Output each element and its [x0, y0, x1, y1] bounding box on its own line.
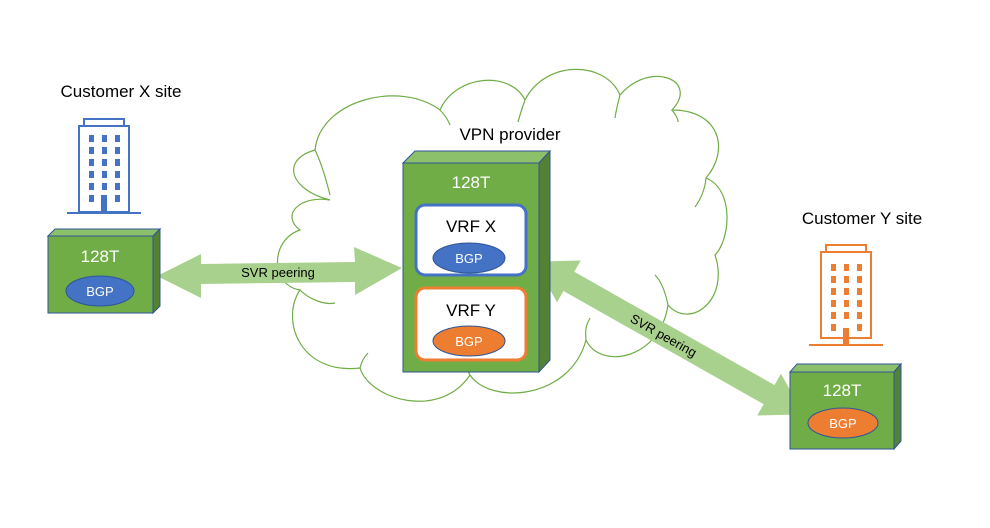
customer-x-label: Customer X site [61, 82, 182, 101]
customer-y-building-icon [809, 244, 883, 346]
vrf-y-box: VRF Y BGP [414, 286, 528, 362]
provider-router-label: 128T [452, 173, 491, 192]
svr-peering-link-x: SVR peering [157, 247, 402, 298]
customer-x-router: 128T BGP [46, 227, 162, 315]
svr-peering-label-x: SVR peering [241, 265, 315, 280]
double-arrow-icon [157, 247, 402, 298]
bgp-badge [807, 407, 879, 439]
vrf-y-bgp-label: BGP [455, 334, 482, 349]
provider-router: 128T VRF X BGP VRF Y BGP [401, 149, 552, 374]
customer-x-building-icon [67, 118, 141, 214]
vrf-x-box: VRF X BGP [414, 203, 528, 277]
bgp-badge [65, 275, 135, 307]
customer-y-bgp-label: BGP [829, 416, 856, 431]
bgp-badge [432, 242, 506, 274]
vpn-provider-label: VPN provider [459, 125, 560, 144]
vrf-x-bgp-label: BGP [455, 251, 482, 266]
double-arrow-icon [534, 260, 804, 416]
vrf-x-label: VRF X [446, 217, 496, 236]
customer-y-router-label: 128T [823, 381, 862, 400]
vrf-y-label: VRF Y [446, 301, 496, 320]
bgp-badge [432, 325, 506, 357]
customer-y-label: Customer Y site [802, 209, 922, 228]
customer-y-router: 128T BGP [788, 362, 903, 451]
customer-x-router-label: 128T [81, 247, 120, 266]
customer-x-bgp-label: BGP [86, 284, 113, 299]
